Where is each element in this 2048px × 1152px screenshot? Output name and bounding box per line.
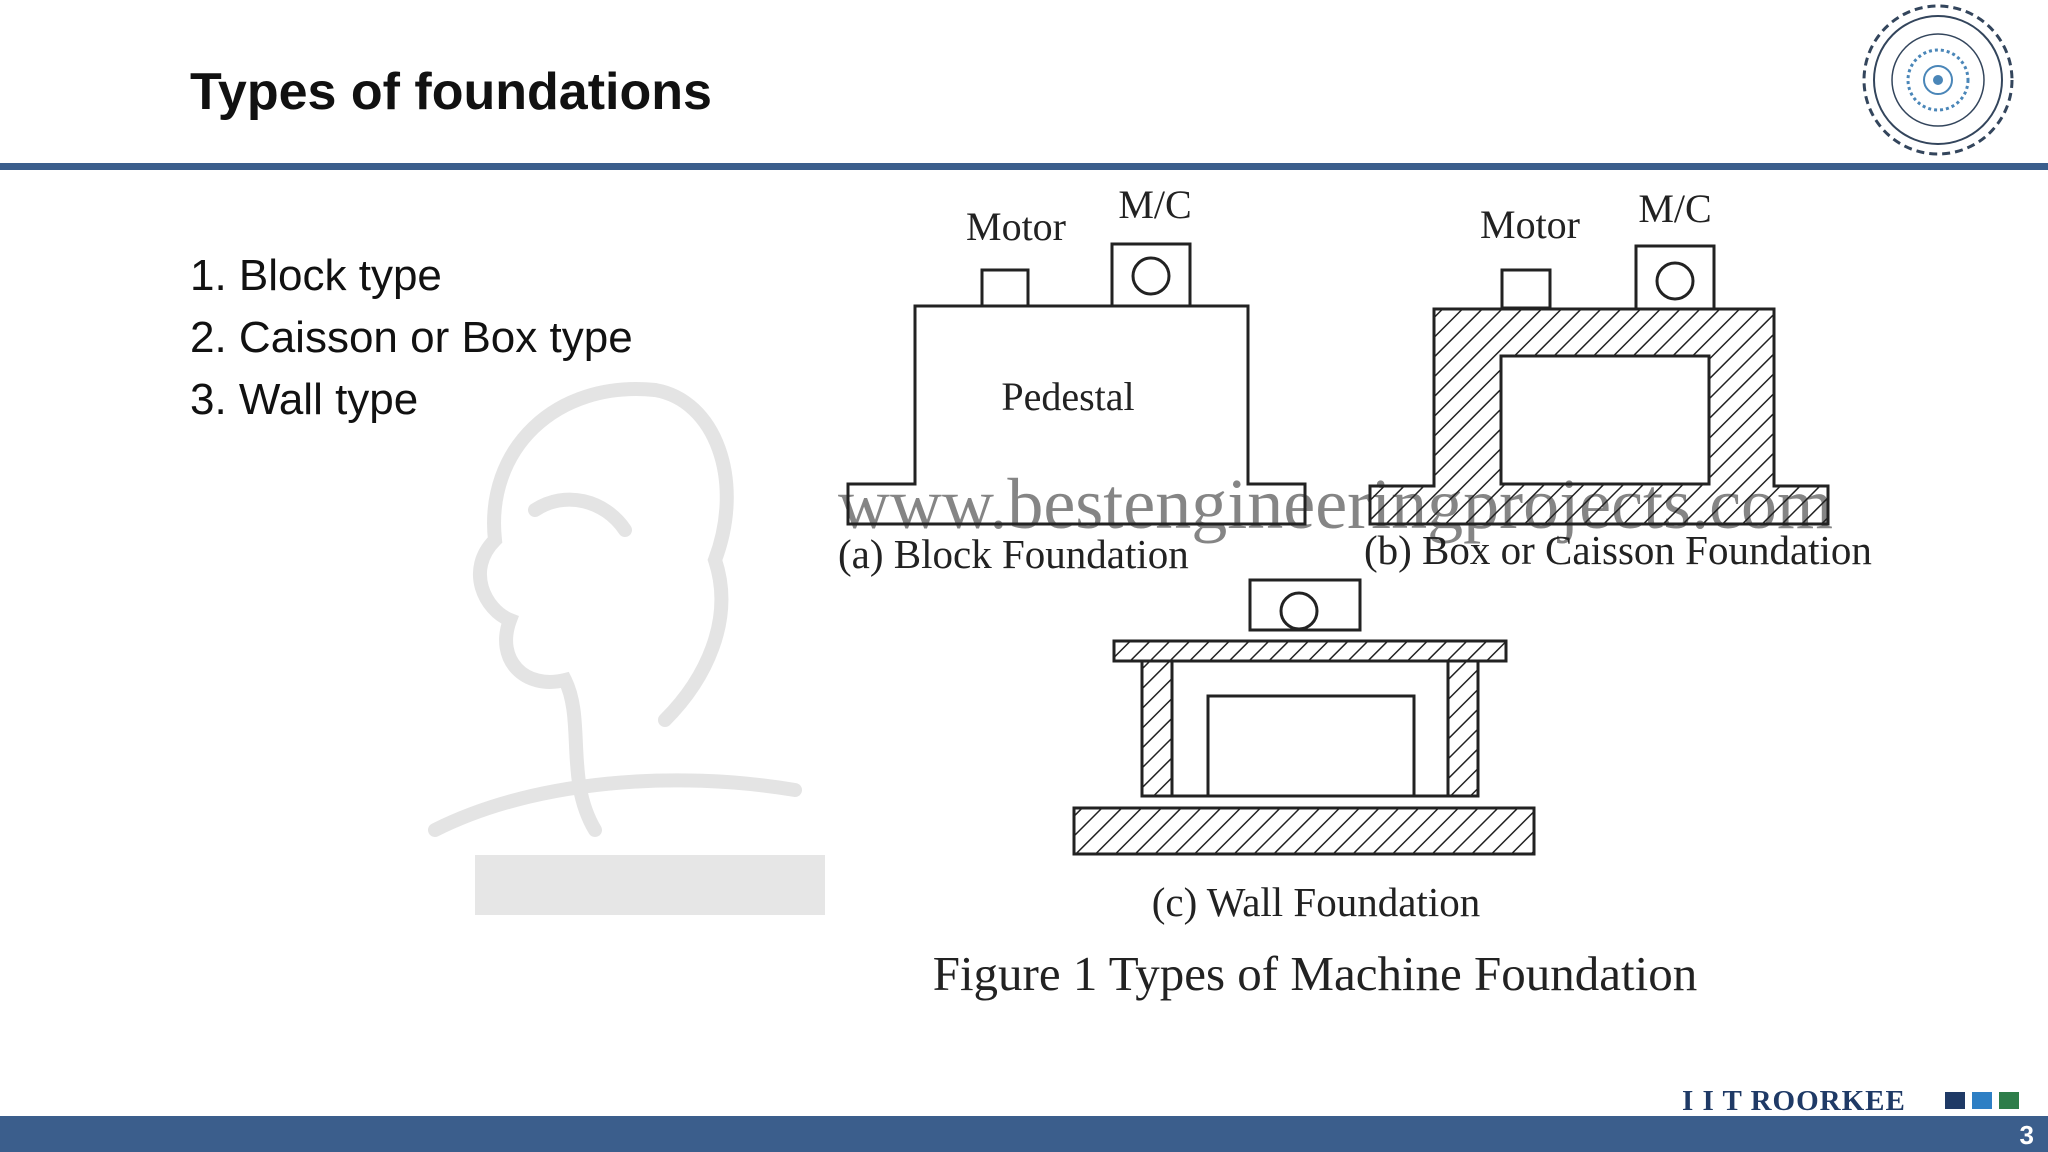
brand-square-green — [1999, 1092, 2019, 1109]
figure-caption: Figure 1 Types of Machine Foundation — [933, 946, 1698, 1001]
brand-color-squares — [1945, 1092, 2026, 1114]
block-foundation-caption: (a) Block Foundation — [838, 531, 1189, 577]
box-motor-label: Motor — [1480, 202, 1580, 247]
machine-foundation-figure: Motor M/C Pedestal (a) Block Foundation … — [838, 188, 1872, 1001]
block-mc-label: M/C — [1118, 188, 1191, 227]
footer-bar — [0, 1116, 2048, 1152]
box-foundation-diagram — [1368, 244, 1830, 526]
iit-roorkee-brand: I I T ROORKEE — [1682, 1085, 1906, 1117]
list-item: 3. Wall type — [190, 375, 419, 424]
page-number: 3 — [2019, 1120, 2034, 1150]
website-watermark: www.bestengineeringprojects.com — [838, 464, 1833, 544]
foundation-types-list: 1. Block type 2. Caisson or Box type 3. … — [190, 245, 633, 431]
wall-foundation-diagram — [1072, 578, 1536, 856]
institute-seal-logo — [1862, 4, 2014, 156]
box-mc-label: M/C — [1638, 188, 1711, 231]
brand-square-navy — [1945, 1092, 1965, 1109]
box-foundation-caption: (b) Box or Caisson Foundation — [1364, 527, 1872, 573]
wall-foundation-caption: (c) Wall Foundation — [1152, 879, 1480, 925]
block-foundation-diagram — [846, 242, 1307, 526]
lion-watermark — [428, 382, 825, 915]
slide-title: Types of foundations — [190, 63, 712, 121]
pedestal-label: Pedestal — [1001, 374, 1134, 419]
block-motor-label: Motor — [966, 204, 1066, 249]
list-item: 2. Caisson or Box type — [190, 313, 633, 362]
header-rule — [0, 163, 2048, 170]
list-item: 1. Block type — [190, 251, 442, 300]
brand-square-blue — [1972, 1092, 1992, 1109]
